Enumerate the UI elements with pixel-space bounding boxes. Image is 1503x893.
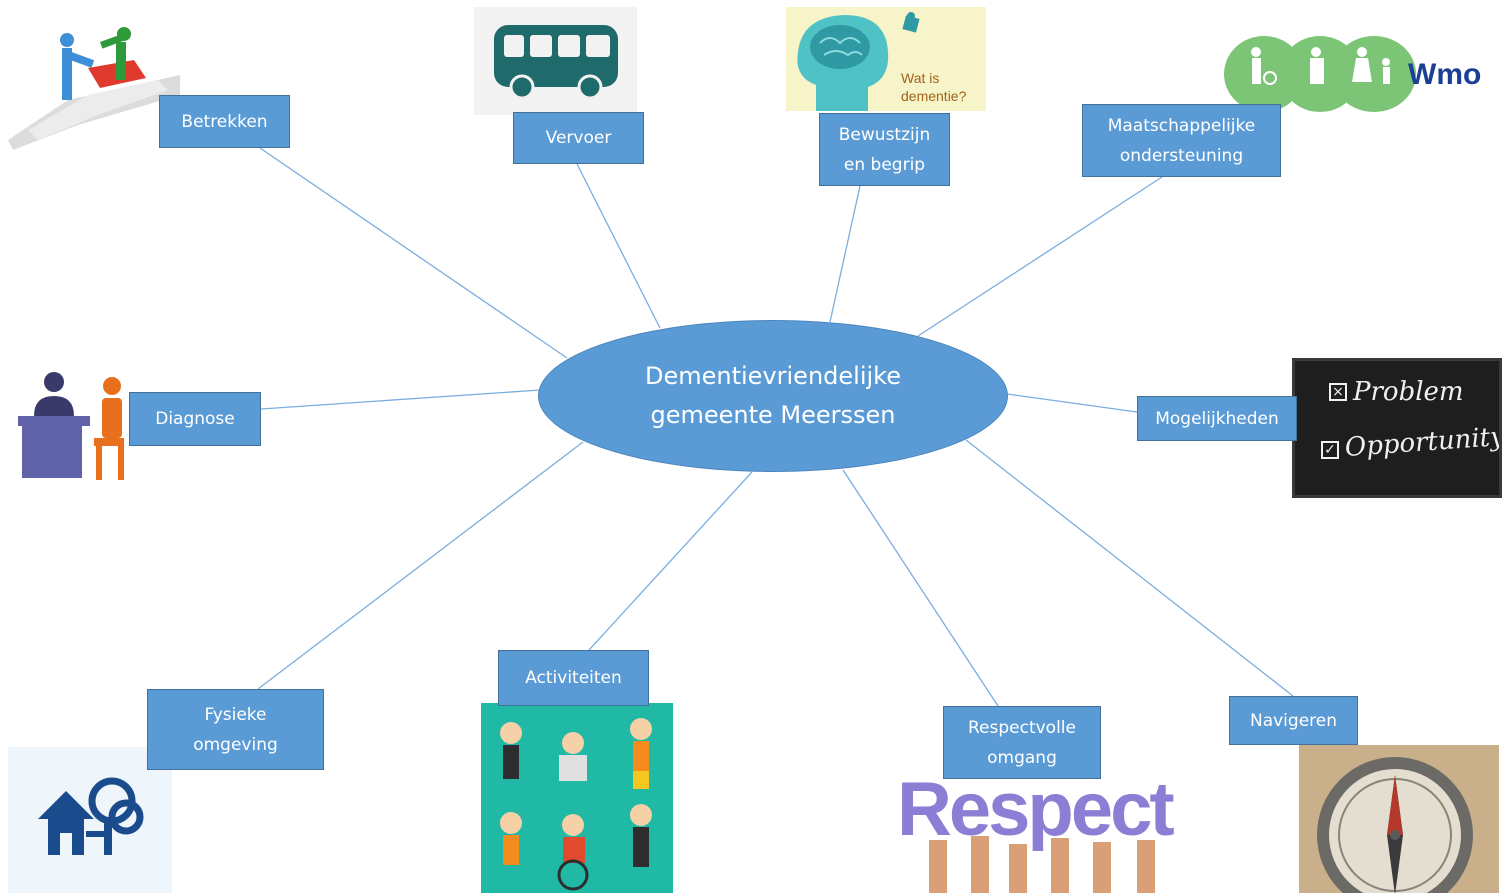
puzzle-people-image: [8, 20, 180, 150]
doctor-patient-image: [14, 372, 132, 482]
node-betrekken: Betrekken: [159, 95, 290, 148]
connector-activiteiten: [588, 471, 753, 651]
node-bewustzijn: Bewustzijn en begrip: [819, 113, 950, 186]
wmo-logo-image: Wmo: [1222, 32, 1502, 112]
chalk-opportunity-text: Opportunity: [1343, 421, 1502, 463]
connector-bewustzijn: [829, 185, 861, 323]
connector-betrekken: [259, 147, 568, 359]
node-activiteiten: Activiteiten: [498, 650, 649, 706]
connector-navigeren: [965, 439, 1294, 697]
connector-vervoer: [576, 163, 661, 329]
seniors-activities-image: [481, 703, 673, 893]
connector-fysieke: [257, 441, 584, 690]
node-respectvolle-omgang: Respectvolle omgang: [943, 706, 1101, 779]
node-navigeren: Navigeren: [1229, 696, 1358, 745]
node-diagnose: Diagnose: [129, 392, 261, 446]
bus-image: [474, 7, 637, 115]
connector-diagnose: [260, 389, 541, 410]
connector-mogelijkheden: [1006, 393, 1138, 413]
brain-dementie-image: Wat is dementie?: [786, 7, 986, 111]
wmo-logo-text: Wmo: [1408, 58, 1482, 91]
dementie-caption: Wat is dementie?: [901, 70, 967, 104]
central-topic: Dementievriendelijke gemeente Meerssen: [538, 320, 1008, 472]
respect-hands-image: Respect: [893, 770, 1181, 893]
chalk-problem-text: Problem: [1353, 377, 1464, 407]
house-tree-image: [8, 747, 172, 893]
chalkboard-image: × Problem ✓ Opportunity: [1292, 358, 1502, 498]
node-mogelijkheden: Mogelijkheden: [1137, 396, 1297, 441]
node-fysieke-omgeving: Fysieke omgeving: [147, 689, 324, 770]
node-vervoer: Vervoer: [513, 112, 644, 164]
respect-word: Respect: [897, 770, 1175, 852]
connector-respectvolle: [842, 469, 999, 707]
connector-maatschappelijke: [917, 176, 1163, 337]
node-maatschappelijke: Maatschappelijke ondersteuning: [1082, 104, 1281, 177]
compass-image: [1299, 745, 1499, 893]
